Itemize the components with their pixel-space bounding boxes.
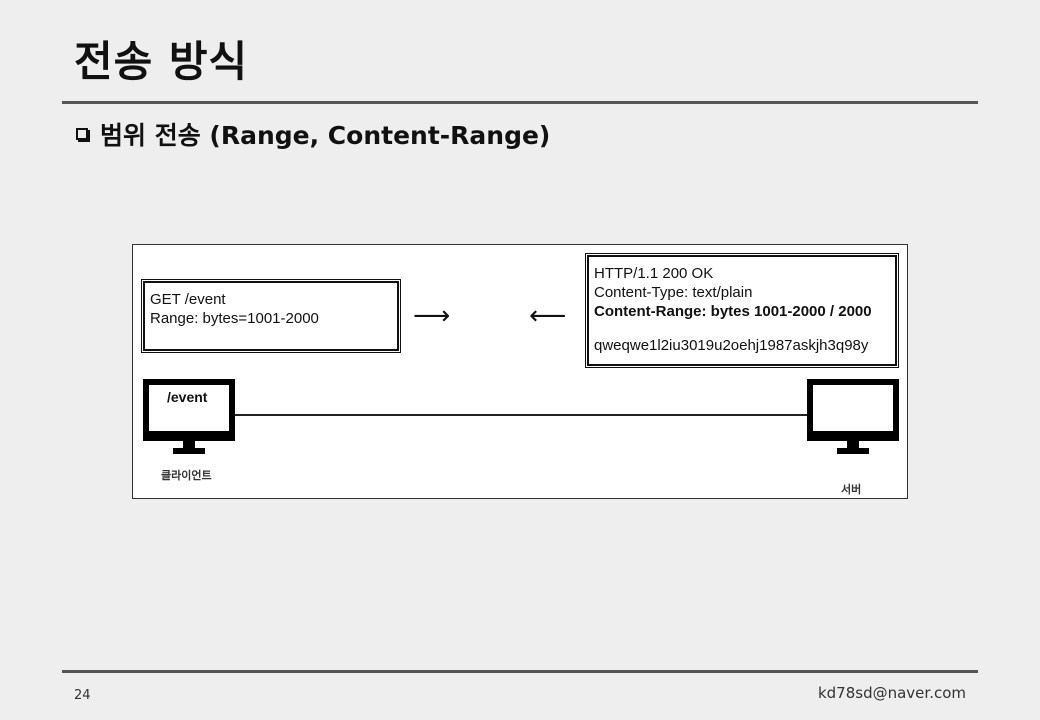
connection-line [235, 414, 807, 416]
checkbox-bullet-icon [76, 128, 88, 140]
client-screen-text: /event [167, 389, 208, 405]
subtitle-text: 범위 전송 (Range, Content-Range) [100, 121, 551, 150]
response-message-box: HTTP/1.1 200 OK Content-Type: text/plain… [585, 253, 899, 368]
slide-subtitle: 범위 전송 (Range, Content-Range) [76, 116, 550, 152]
page-number: 24 [74, 688, 91, 703]
response-status-line: HTTP/1.1 200 OK [594, 265, 714, 282]
client-monitor-icon: /event [143, 379, 235, 455]
slide-title: 전송 방식 [74, 37, 249, 86]
server-monitor-icon [807, 379, 899, 455]
response-content-type: Content-Type: text/plain [594, 284, 753, 301]
arrow-right-icon: ⟶ [413, 301, 451, 331]
request-line: GET /event [150, 291, 226, 308]
response-content-range: Content-Range: bytes 1001-2000 / 2000 [594, 303, 872, 320]
footer-divider [62, 670, 978, 673]
request-range-header: Range: bytes=1001-2000 [150, 310, 319, 327]
server-caption: 서버 [841, 483, 862, 496]
arrow-left-icon: ⟵ [529, 301, 567, 331]
title-divider [62, 101, 978, 104]
response-body: qweqwe1l2iu3019u2oehj1987askjh3q98y [594, 337, 869, 354]
range-transfer-diagram: GET /event Range: bytes=1001-2000 ⟶ ⟵ HT… [132, 244, 908, 499]
author-email: kd78sd@naver.com [817, 684, 966, 702]
client-caption: 클라이언트 [161, 469, 212, 482]
request-message-box: GET /event Range: bytes=1001-2000 [141, 279, 401, 353]
